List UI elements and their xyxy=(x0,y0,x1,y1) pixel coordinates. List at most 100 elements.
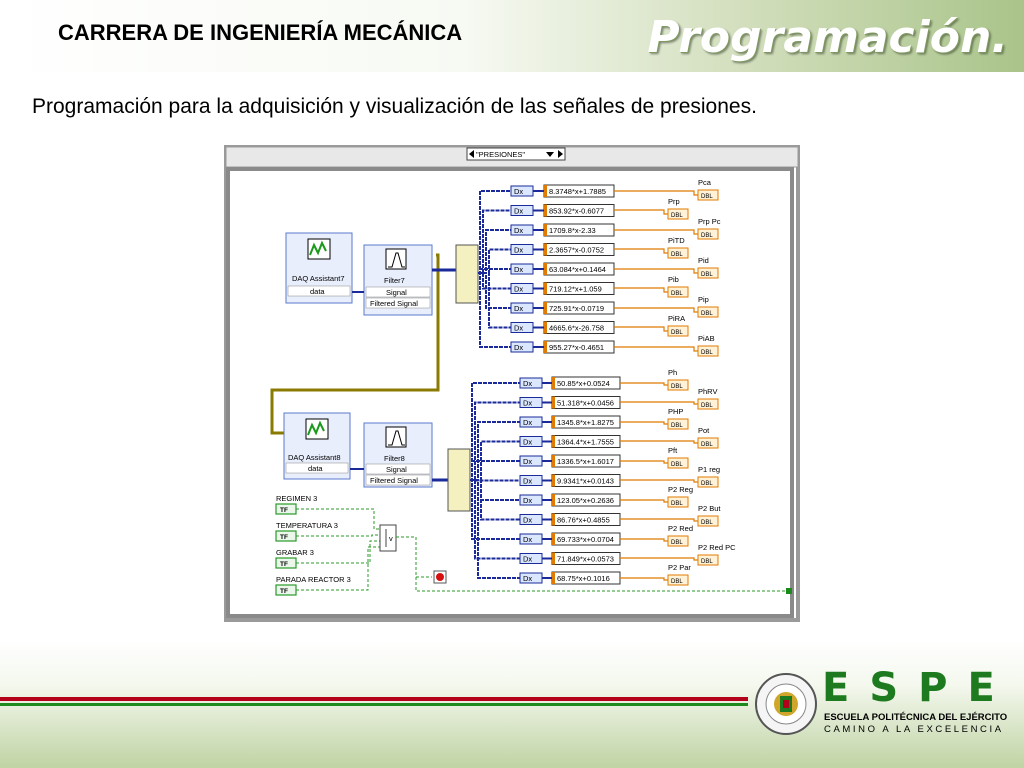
dx-label: Dx xyxy=(514,226,523,235)
top-formula-node[interactable]: 853.92*x-0.6077 xyxy=(543,204,615,217)
dbl-label: DBL xyxy=(701,194,713,200)
loop-condition-terminal[interactable] xyxy=(786,588,792,594)
top-formula-node[interactable]: 4665.6*x-26.758 xyxy=(543,321,615,334)
bottom-multiply-node[interactable]: Dx xyxy=(519,455,543,467)
indicator-label: Pca xyxy=(698,178,712,187)
top-multiply-node[interactable]: Dx xyxy=(510,205,534,216)
top-formula-node[interactable]: 1709.8*x-2.33 xyxy=(543,223,615,237)
filter-8[interactable]: Filter8 Signal Filtered Signal xyxy=(363,422,433,488)
bottom-formula-node[interactable]: 86.76*x+0.4855 xyxy=(551,513,621,526)
filter-7-label: Filter7 xyxy=(384,276,405,285)
indicator-label: Pft xyxy=(668,446,678,455)
indicator-label: Pid xyxy=(698,256,709,265)
top-multiply-node[interactable]: Dx xyxy=(510,224,534,236)
indicator-label: PhRV xyxy=(698,387,717,396)
compound-or-node[interactable]: v xyxy=(379,524,397,552)
bottom-multiply-node[interactable]: Dx xyxy=(519,514,543,525)
daq-assistant-8-port: data xyxy=(308,464,323,473)
formula-text: 4665.6*x-26.758 xyxy=(549,324,604,333)
indicator-label: Pip xyxy=(698,295,709,304)
dbl-label: DBL xyxy=(701,350,713,356)
filter-8-filtered: Filtered Signal xyxy=(370,476,418,485)
top-multiply-node[interactable]: Dx xyxy=(510,263,534,275)
filter-8-label: Filter8 xyxy=(384,454,405,463)
indicator-label: PiAB xyxy=(698,334,715,343)
bottom-formula-node[interactable]: 1364.4*x+1.7555 xyxy=(551,435,621,448)
top-multiply-node[interactable]: Dx xyxy=(510,322,534,333)
bottom-multiply-node[interactable]: Dx xyxy=(519,494,543,506)
dx-label: Dx xyxy=(514,343,523,352)
formula-text: 63.084*x+0.1464 xyxy=(549,265,606,274)
bottom-formula-node[interactable]: 69.733*x+0.0704 xyxy=(551,532,621,546)
indicator-label: PiTD xyxy=(668,236,685,245)
bottom-formula-node[interactable]: 9.9341*x+0.0143 xyxy=(551,474,621,487)
stop-terminal-icon[interactable] xyxy=(433,570,447,584)
top-multiply-node[interactable]: Dx xyxy=(510,283,534,294)
top-multiply-node[interactable]: Dx xyxy=(510,341,534,353)
dx-label: Dx xyxy=(514,265,523,274)
daq-assistant-7[interactable]: DAQ Assistant7 data xyxy=(285,232,353,304)
bottom-multiply-node[interactable]: Dx xyxy=(519,436,543,447)
dbl-label: DBL xyxy=(701,442,713,448)
labview-block-diagram: "PRESIONES" DAQ Assistant7 data Filter7 … xyxy=(224,145,800,622)
bottom-multiply-node[interactable]: Dx xyxy=(519,475,543,486)
tf-label: TF xyxy=(280,561,288,568)
dbl-label: DBL xyxy=(671,540,683,546)
bottom-formula-node[interactable]: 71.849*x+0.0573 xyxy=(551,552,621,565)
top-formula-node[interactable]: 719.12*x+1.059 xyxy=(543,282,615,295)
bottom-multiply-node[interactable]: Dx xyxy=(519,397,543,408)
bottom-multiply-node[interactable]: Dx xyxy=(519,377,543,389)
bottom-formula-node[interactable]: 50.85*x+0.0524 xyxy=(551,376,621,390)
bottom-formula-node[interactable]: 123.05*x+0.2636 xyxy=(551,493,621,507)
indicator-label: Prp Pc xyxy=(698,217,721,226)
dx-label: Dx xyxy=(523,574,532,583)
slide-title: Programación. xyxy=(647,12,1008,63)
bottom-multiply-node[interactable]: Dx xyxy=(519,572,543,584)
indicator-label: Ph xyxy=(668,368,677,377)
bottom-multiply-node[interactable]: Dx xyxy=(519,553,543,564)
top-formula-node[interactable]: 955.27*x-0.4651 xyxy=(543,340,615,354)
formula-text: 1364.4*x+1.7555 xyxy=(557,438,614,447)
filter-7-signal: Signal xyxy=(386,288,407,297)
formula-text: 50.85*x+0.0524 xyxy=(557,379,610,388)
case-selector[interactable]: "PRESIONES" xyxy=(466,147,566,161)
indicator-label: P2 Red xyxy=(668,524,693,533)
course-title: CARRERA DE INGENIERÍA MECÁNICA xyxy=(58,20,463,45)
top-multiply-node[interactable]: Dx xyxy=(510,244,534,255)
formula-text: 853.92*x-0.6077 xyxy=(549,207,604,216)
bottom-multiply-node[interactable]: Dx xyxy=(519,533,543,545)
top-formula-node[interactable]: 725.91*x-0.0719 xyxy=(543,301,615,315)
top-formula-node[interactable]: 2.3657*x-0.0752 xyxy=(543,243,615,256)
bottom-formula-node[interactable]: 1345.8*x+1.8275 xyxy=(551,415,621,429)
bottom-formula-node[interactable]: 68.75*x+0.1016 xyxy=(551,571,621,585)
bottom-formula-node[interactable]: 51.318*x+0.0456 xyxy=(551,396,621,409)
bottom-formula-node[interactable]: 1336.5*x+1.6017 xyxy=(551,454,621,468)
top-formula-node[interactable]: 8.3748*x+1.7885 xyxy=(543,184,615,198)
indicator-label: Pot xyxy=(698,426,710,435)
footer-red-line xyxy=(0,697,748,701)
dbl-label: DBL xyxy=(671,501,683,507)
top-formula-node[interactable]: 63.084*x+0.1464 xyxy=(543,262,615,276)
indicator-piab: PiAB DBL xyxy=(697,334,719,357)
formula-text: 86.76*x+0.4855 xyxy=(557,516,610,525)
daq-assistant-8[interactable]: DAQ Assistant8 data xyxy=(283,412,351,480)
control-label: TEMPERATURA 3 xyxy=(276,521,338,530)
bottom-multiply-node[interactable]: Dx xyxy=(519,416,543,428)
footer-green-line xyxy=(0,703,748,706)
top-multiply-node[interactable]: Dx xyxy=(510,185,534,197)
case-selector-label: "PRESIONES" xyxy=(476,150,525,159)
dbl-label: DBL xyxy=(701,481,713,487)
tf-label: TF xyxy=(280,534,288,541)
top-multiply-node[interactable]: Dx xyxy=(510,302,534,314)
filter-7[interactable]: Filter7 Signal Filtered Signal xyxy=(363,244,433,316)
formula-text: 68.75*x+0.1016 xyxy=(557,574,610,583)
